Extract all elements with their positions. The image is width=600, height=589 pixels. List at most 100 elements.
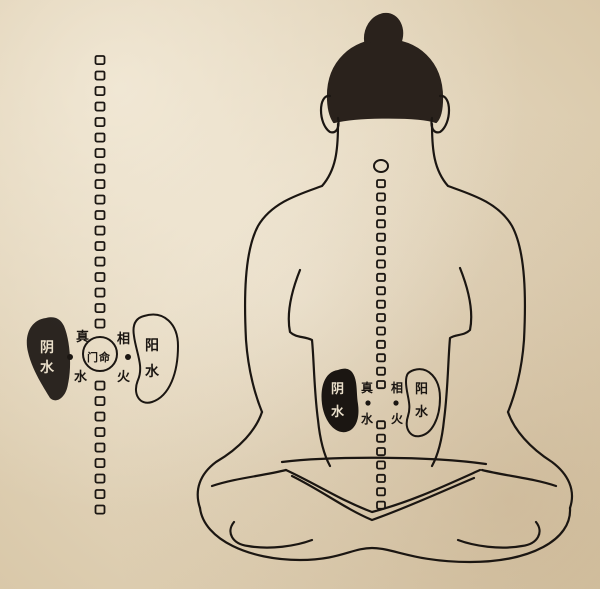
left-xiang-fire-dot: [125, 354, 131, 360]
vertebra: [376, 246, 386, 256]
vertebra: [94, 179, 106, 190]
waist-band-mid: [284, 468, 482, 514]
vertebra: [376, 500, 386, 510]
left-mingmen-circle: [82, 336, 118, 372]
left-arm-inner: [287, 268, 332, 468]
figure-zhen-water-dot: [365, 400, 371, 406]
left-yang-water-char1: 阳: [145, 338, 159, 354]
vertebra: [94, 163, 106, 174]
figure-spine: [373, 159, 389, 510]
vertebra: [94, 504, 106, 515]
vertebra: [376, 313, 386, 323]
vertebra: [94, 132, 106, 143]
figure-zhen-water-char2: 水: [361, 411, 374, 426]
figure-kidney-diagram: 阴 水 真 水 相 火 阳 水: [321, 368, 442, 438]
vertebra: [94, 117, 106, 128]
vertebra: [376, 286, 386, 296]
left-zhen-water-dot: [67, 354, 73, 360]
vertebra: [94, 241, 106, 252]
vertebra: [94, 287, 106, 298]
figure-zhen-water-char1: 真: [361, 380, 373, 395]
vertebra: [94, 442, 106, 453]
vertebra: [376, 205, 386, 215]
vertebra: [376, 447, 386, 457]
vertebra: [94, 303, 106, 314]
left-foot: [229, 520, 314, 549]
vertebra: [94, 256, 106, 267]
figure-yin-water-shape: [321, 368, 359, 433]
right-forearm: [506, 410, 574, 510]
vertebra: [94, 70, 106, 81]
spine-top-node: [373, 159, 389, 173]
vertebra: [376, 192, 386, 202]
figure-yang-water-shape: [404, 368, 442, 438]
vertebra: [94, 489, 106, 500]
vertebra: [94, 427, 106, 438]
left-xiang-fire-char2: 火: [117, 370, 131, 385]
figure-yang-water-char2: 水: [415, 404, 429, 420]
lap-outline: [198, 506, 572, 564]
right-foot: [456, 520, 541, 549]
figure-spine-vertebrae: [376, 179, 386, 510]
vertebra: [376, 487, 386, 497]
vertebra: [376, 420, 386, 430]
back-outline-right: [430, 122, 527, 414]
vertebra: [376, 380, 386, 390]
left-zhen-water-char1: 真: [76, 329, 89, 345]
vertebra: [94, 458, 106, 469]
vertebra: [376, 326, 386, 336]
left-yang-water-char2: 水: [145, 363, 160, 380]
vertebra: [376, 259, 386, 269]
vertebra: [94, 55, 106, 66]
vertebra: [376, 433, 386, 443]
vertebra: [376, 219, 386, 229]
vertebra: [94, 272, 106, 283]
vertebra: [376, 299, 386, 309]
vertebra: [376, 232, 386, 242]
vertebra: [376, 339, 386, 349]
left-thigh-line: [210, 468, 288, 488]
left-yang-water-shape: [132, 313, 180, 404]
left-yin-water-char2: 水: [40, 359, 55, 376]
left-yin-water-shape: [26, 317, 71, 401]
waist-band-top: [280, 456, 488, 466]
vertebra: [94, 380, 106, 391]
figure-yang-water-char1: 阳: [415, 382, 428, 397]
seated-figure: [196, 12, 574, 564]
right-thigh-line: [480, 468, 558, 488]
figure-xiang-fire-dot: [393, 400, 399, 406]
vertebra: [94, 473, 106, 484]
vertebra: [376, 460, 386, 470]
vertebra: [94, 194, 106, 205]
left-yin-water-char1: 阴: [40, 340, 54, 356]
vertebra: [376, 473, 386, 483]
figure-yin-water-char2: 水: [331, 404, 345, 420]
vertebra: [376, 353, 386, 363]
left-mingmen-char2: 命: [98, 350, 111, 364]
head-hair: [326, 38, 444, 124]
vertebra: [94, 225, 106, 236]
right-arm-inner: [430, 266, 473, 468]
figure-xiang-fire-char1: 相: [391, 380, 403, 395]
vertebra: [94, 148, 106, 159]
left-xiang-fire-char1: 相: [117, 331, 130, 347]
vertebra: [94, 318, 106, 329]
vertebra: [94, 396, 106, 407]
left-spine-diagram: 阴 水 真 水 门 命 相 火 阳 水: [26, 55, 180, 515]
vertebra: [94, 101, 106, 112]
back-outline-left: [243, 122, 340, 414]
left-zhen-water-char2: 水: [74, 369, 88, 385]
waist-band-low: [290, 474, 476, 522]
vertebra: [376, 366, 386, 376]
vertebra: [94, 210, 106, 221]
vertebra: [94, 411, 106, 422]
left-spine-vertebrae: [94, 55, 106, 515]
left-forearm: [196, 410, 264, 510]
vertebra: [376, 179, 386, 189]
vertebra: [94, 86, 106, 97]
figure-xiang-fire-char2: 火: [391, 412, 404, 426]
left-mingmen-char1: 门: [87, 350, 98, 364]
vertebra: [376, 272, 386, 282]
